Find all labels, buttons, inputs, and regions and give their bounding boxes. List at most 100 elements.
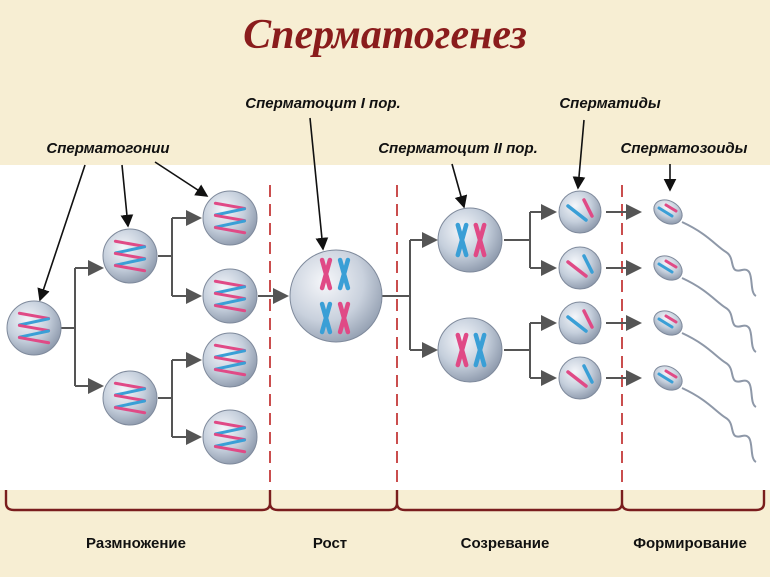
pointer-arrow-gonia-3 bbox=[154, 161, 209, 197]
chromosome bbox=[473, 222, 487, 258]
cell-body bbox=[558, 301, 602, 345]
cell-body bbox=[558, 246, 602, 290]
chromosome bbox=[582, 198, 594, 218]
spermatogonium-cell bbox=[102, 228, 158, 284]
chromosome bbox=[213, 445, 247, 454]
phase-formation: Формирование bbox=[633, 535, 747, 552]
chromosome bbox=[113, 381, 147, 390]
spermatogonium-cell bbox=[202, 409, 258, 465]
spermatid-cell bbox=[558, 301, 602, 345]
spermatogonium-cell bbox=[102, 370, 158, 426]
chromosome bbox=[566, 260, 588, 278]
sperm-tail bbox=[681, 221, 757, 297]
cell-body bbox=[437, 317, 503, 383]
chromosome bbox=[113, 239, 147, 248]
chromosome bbox=[319, 301, 333, 335]
chromosome bbox=[657, 372, 674, 384]
chromosome bbox=[582, 254, 594, 274]
spermatozoon bbox=[653, 310, 757, 408]
phase-reproduction: Размножение bbox=[86, 535, 186, 552]
chromosome bbox=[213, 343, 247, 352]
chromosome bbox=[17, 323, 51, 333]
label-spermatids: Сперматиды bbox=[559, 95, 661, 112]
chromosome bbox=[17, 329, 51, 339]
chromosome bbox=[213, 304, 247, 313]
chromosome bbox=[213, 438, 247, 448]
chromosome bbox=[113, 406, 147, 415]
chromosome bbox=[582, 364, 594, 384]
chromosome bbox=[17, 311, 51, 320]
chromosome bbox=[213, 226, 247, 235]
chromosome bbox=[213, 219, 247, 229]
chromosome bbox=[664, 203, 678, 213]
chromosome bbox=[213, 368, 247, 377]
spermatid-cell bbox=[558, 190, 602, 234]
phase-maturation: Созревание bbox=[461, 535, 550, 552]
chromosome bbox=[213, 420, 247, 429]
chromosome bbox=[213, 297, 247, 307]
spermatocyte-1-cell bbox=[289, 249, 383, 343]
title: Сперматогенез bbox=[243, 12, 527, 58]
chromosome bbox=[17, 336, 51, 345]
chromosome bbox=[566, 315, 588, 333]
chromosome bbox=[657, 317, 674, 329]
phase-brace bbox=[4, 490, 766, 512]
chromosome bbox=[213, 207, 247, 217]
chromosome bbox=[213, 426, 247, 436]
chromosome bbox=[113, 264, 147, 273]
label-spermatocyte-1: Сперматоцит I пор. bbox=[245, 95, 400, 112]
chromosome bbox=[213, 285, 247, 295]
chromosome bbox=[113, 245, 147, 255]
label-spermatocyte-2: Сперматоцит II пор. bbox=[378, 140, 538, 157]
spermatogonium-cell bbox=[202, 268, 258, 324]
chromosome bbox=[213, 355, 247, 365]
sperm-tail bbox=[681, 387, 757, 463]
chromosome bbox=[113, 251, 147, 261]
chromosome bbox=[213, 291, 247, 301]
chromosome bbox=[113, 257, 147, 267]
chromosome bbox=[213, 349, 247, 359]
pointer-arrow-gonia-2 bbox=[120, 164, 134, 228]
spermatid-cell bbox=[558, 356, 602, 400]
chromosome bbox=[337, 301, 351, 335]
spermatogonium-cell bbox=[6, 300, 62, 356]
cell-body bbox=[437, 207, 503, 273]
chromosome bbox=[113, 399, 147, 409]
spermatogonium-cell bbox=[202, 332, 258, 388]
chromosome bbox=[566, 370, 588, 388]
chromosome bbox=[213, 213, 247, 223]
pointer-arrow-gonia-1 bbox=[37, 164, 86, 302]
spermatozoon bbox=[653, 199, 757, 297]
spermatogonium-cell bbox=[202, 190, 258, 246]
chromosome bbox=[337, 257, 351, 291]
spermatozoon bbox=[653, 365, 757, 463]
chromosome bbox=[455, 222, 469, 258]
chromosome bbox=[113, 393, 147, 403]
chromosome bbox=[473, 332, 487, 368]
label-spermatozoa: Сперматозоиды bbox=[621, 140, 748, 157]
chromosome bbox=[657, 206, 674, 218]
cell-body bbox=[558, 190, 602, 234]
chromosome bbox=[213, 201, 247, 210]
chromosome bbox=[664, 369, 678, 379]
chromosome bbox=[213, 361, 247, 371]
cell-body bbox=[289, 249, 383, 343]
chromosome bbox=[657, 262, 674, 274]
chromosome bbox=[213, 432, 247, 442]
spermatozoon bbox=[653, 255, 757, 353]
diagram-panel bbox=[0, 165, 770, 490]
spermatid-cell bbox=[558, 246, 602, 290]
chromosome bbox=[566, 204, 588, 222]
chromosome bbox=[319, 257, 333, 291]
chromosome bbox=[582, 309, 594, 329]
sperm-tail bbox=[681, 332, 757, 408]
pointer-arrow-cyte2 bbox=[451, 163, 468, 209]
cell-body bbox=[558, 356, 602, 400]
pointer-arrow-cyte1 bbox=[309, 117, 329, 251]
spermatocyte-2-cell bbox=[437, 317, 503, 383]
phase-growth: Рост bbox=[313, 535, 347, 552]
chromosome bbox=[664, 314, 678, 324]
chromosome bbox=[17, 317, 51, 327]
